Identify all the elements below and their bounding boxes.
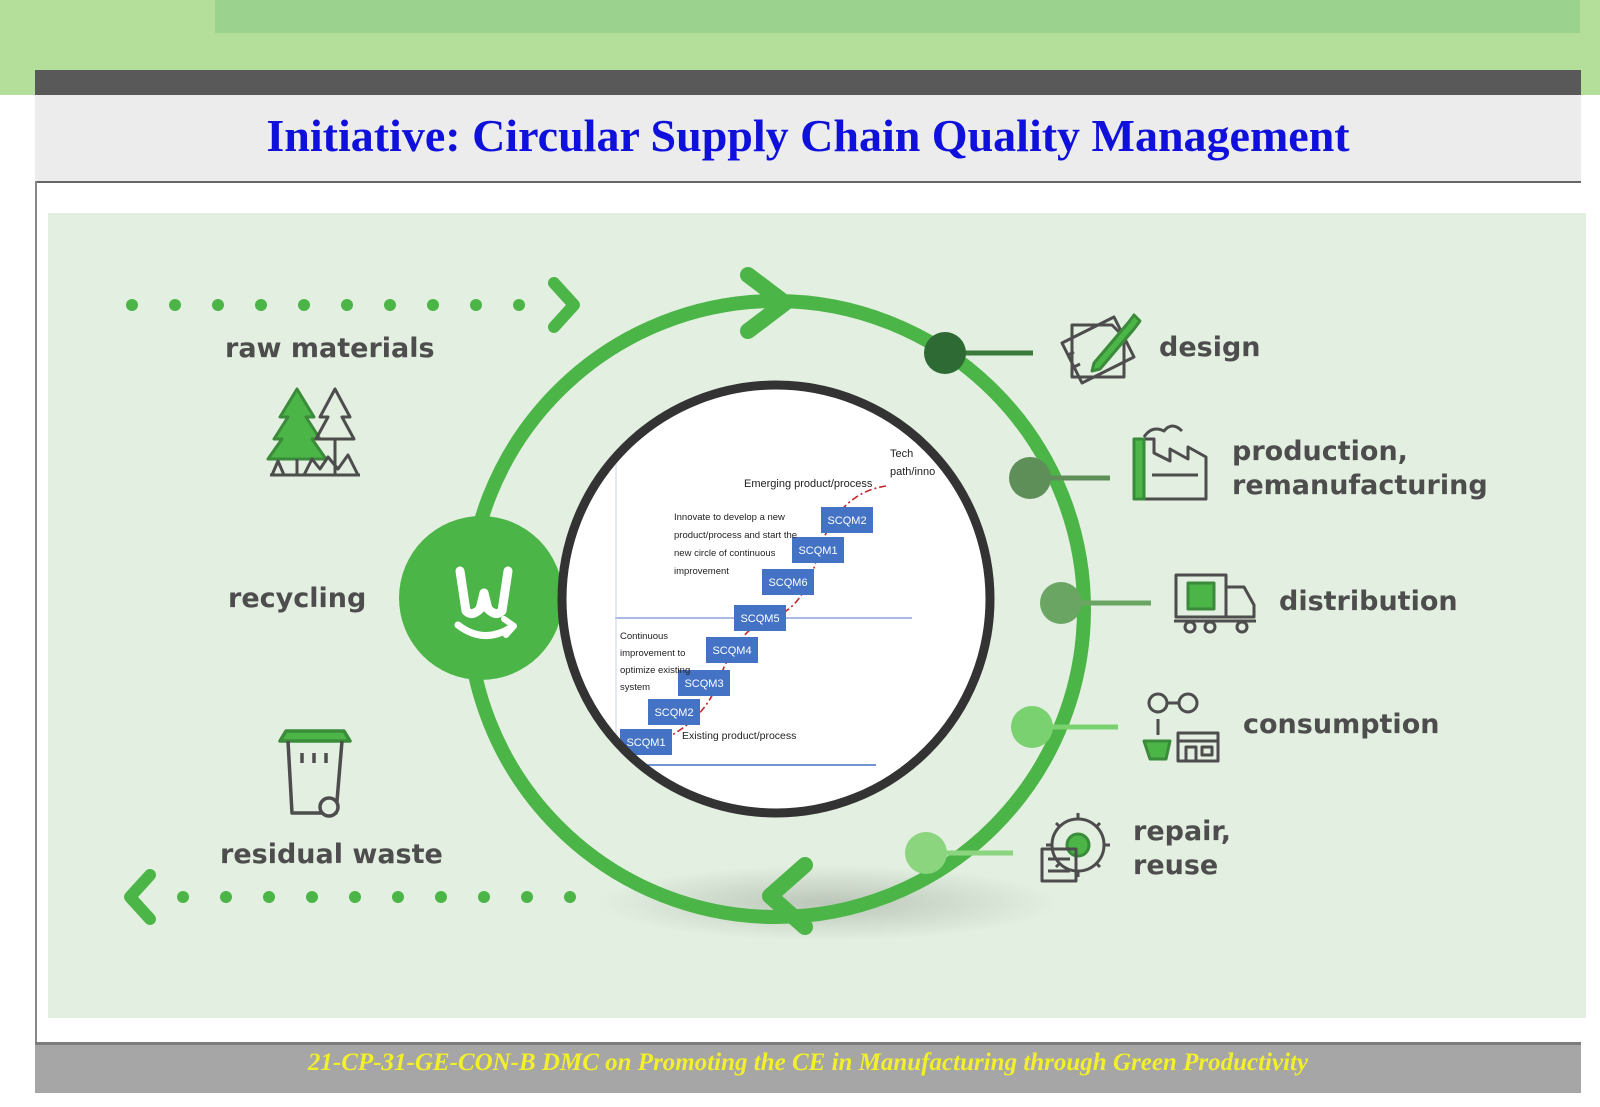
stage-node-design: [924, 332, 1033, 374]
svg-text:SCQM5: SCQM5: [740, 613, 779, 625]
residual-waste-label: residual waste: [220, 839, 443, 870]
scqm-box-3: SCQM3: [678, 670, 730, 696]
svg-text:SCQM1: SCQM1: [798, 545, 837, 557]
page-title: Initiative: Circular Supply Chain Qualit…: [266, 110, 1350, 161]
gear-tools-icon: [1040, 813, 1110, 883]
design-pencil-ruler-icon: [1060, 313, 1142, 385]
residual-waste-dotted-arrow: [124, 869, 576, 925]
inset-innovate-line-4: improvement: [674, 566, 729, 577]
scqm-box-5: SCQM5: [734, 605, 786, 631]
raw-materials-dotted-arrow: [126, 277, 580, 333]
diagram-shadow: [598, 865, 1058, 941]
recycling-label: recycling: [228, 583, 367, 614]
inset-continuous-line-3: optimize existing: [620, 665, 690, 676]
slide-left-border: [35, 181, 37, 1046]
stage-node-repair: [905, 832, 1013, 874]
circular-diagram-panel: SCQM1 SCQM2 SCQM3 SCQM4 SCQM5 SCQM6 SCQM…: [48, 213, 1586, 1018]
svg-text:SCQM2: SCQM2: [827, 515, 866, 527]
ring-arrow-top: [740, 267, 793, 339]
ring-arrow-bottom: [762, 857, 813, 935]
stage-label-consumption: consumption: [1243, 709, 1440, 740]
trees-icon: [266, 387, 360, 477]
scqm-box-7: SCQM1: [792, 537, 844, 563]
inset-emerging-label: Emerging product/process: [744, 478, 873, 490]
title-dark-bar: [35, 70, 1581, 95]
stage-label-design: design: [1159, 332, 1261, 363]
inset-continuous-line-2: improvement to: [620, 648, 685, 659]
circular-diagram: SCQM1 SCQM2 SCQM3 SCQM4 SCQM5 SCQM6 SCQM…: [124, 267, 1256, 941]
raw-materials-label: raw materials: [225, 333, 435, 364]
inset-existing-label: Existing product/process: [682, 730, 796, 742]
circular-logo-icon: [399, 516, 563, 680]
inset-innovate-line-1: Innovate to develop a new: [674, 512, 785, 523]
stage-label-repair-1: repair,: [1133, 816, 1232, 847]
footer-text: 21-CP-31-GE-CON-B DMC on Promoting the C…: [307, 1049, 1309, 1076]
stage-node-consumption: [1011, 706, 1118, 748]
inset-frame: [557, 380, 995, 818]
delivery-truck-icon: [1174, 573, 1256, 634]
footer-bar: 21-CP-31-GE-CON-B DMC on Promoting the C…: [35, 1042, 1581, 1093]
scqm-box-8: SCQM2: [821, 507, 873, 533]
inset-innovate-line-2: product/process and start the: [674, 530, 797, 541]
factory-icon: [1132, 424, 1208, 501]
inset-continuous-line-1: Continuous: [620, 631, 668, 642]
trash-bin-icon: [278, 729, 352, 818]
stage-node-production: [1009, 457, 1110, 499]
svg-text:SCQM2: SCQM2: [654, 707, 693, 719]
stage-label-repair-2: reuse: [1133, 850, 1219, 881]
stage-label-production-1: production,: [1232, 436, 1408, 467]
inset-tech-label-1: Tech: [890, 448, 913, 460]
title-box: Initiative: Circular Supply Chain Qualit…: [35, 95, 1581, 183]
inset-tech-label-2: path/inno: [890, 466, 935, 478]
svg-text:SCQM3: SCQM3: [684, 678, 723, 690]
stage-label-distribution: distribution: [1279, 586, 1458, 617]
svg-text:SCQM1: SCQM1: [626, 737, 665, 749]
inset-innovate-line-3: new circle of continuous: [674, 548, 776, 559]
inset-chart: SCQM1 SCQM2 SCQM3 SCQM4 SCQM5 SCQM6 SCQM…: [557, 380, 995, 818]
top-green-band-inner: [215, 0, 1580, 33]
scqm-box-4: SCQM4: [706, 637, 758, 663]
inset-continuous-line-4: system: [620, 682, 650, 693]
svg-text:SCQM6: SCQM6: [768, 577, 807, 589]
svg-text:SCQM4: SCQM4: [712, 645, 751, 657]
scqm-box-2: SCQM2: [648, 699, 700, 725]
scqm-box-6: SCQM6: [762, 569, 814, 595]
stage-node-distribution: [1040, 582, 1151, 624]
consumer-shop-icon: [1142, 692, 1220, 763]
stage-label-production-2: remanufacturing: [1232, 470, 1488, 501]
